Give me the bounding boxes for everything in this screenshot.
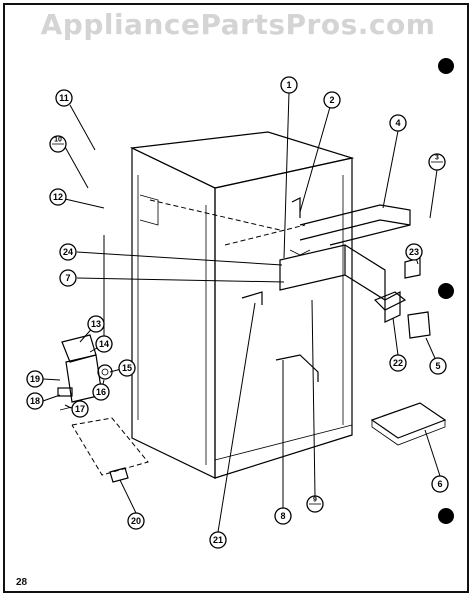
- svg-text:4: 4: [395, 118, 400, 128]
- callout-7[interactable]: 7: [59, 269, 77, 287]
- svg-text:20: 20: [131, 516, 141, 526]
- cabinet: [129, 131, 355, 479]
- svg-text:12: 12: [53, 192, 63, 202]
- svg-text:19: 19: [30, 374, 40, 384]
- svg-text:6: 6: [437, 479, 442, 489]
- callout-2[interactable]: 2: [323, 91, 341, 109]
- svg-text:14: 14: [99, 339, 109, 349]
- svg-text:3: 3: [435, 155, 439, 162]
- svg-text:18: 18: [30, 396, 40, 406]
- svg-text:24: 24: [63, 247, 73, 257]
- svg-text:7: 7: [65, 273, 70, 283]
- svg-text:13: 13: [91, 319, 101, 329]
- callout-17[interactable]: 17: [71, 400, 89, 418]
- callout-13[interactable]: 13: [87, 315, 105, 333]
- drain-pan: [370, 402, 447, 446]
- page-frame: [3, 3, 469, 593]
- duct-assembly: [224, 204, 431, 339]
- svg-text:17: 17: [75, 404, 85, 414]
- callout-20[interactable]: 20: [127, 512, 145, 530]
- callout-21[interactable]: 21: [209, 531, 227, 549]
- svg-text:15: 15: [122, 363, 132, 373]
- callout-10-fraction[interactable]: 10: [49, 135, 67, 153]
- svg-text:23: 23: [409, 247, 419, 257]
- callout-15[interactable]: 15: [118, 359, 136, 377]
- svg-text:1: 1: [286, 80, 291, 90]
- registration-dot-middle: [438, 283, 454, 299]
- svg-text:10: 10: [54, 137, 62, 144]
- callout-12[interactable]: 12: [49, 188, 67, 206]
- watermark: AppliancePartsPros.com: [40, 8, 436, 41]
- svg-text:2: 2: [329, 95, 334, 105]
- callout-22[interactable]: 22: [389, 354, 407, 372]
- callout-4[interactable]: 4: [389, 114, 407, 132]
- callout-3-fraction[interactable]: 3: [428, 153, 446, 171]
- callout-14[interactable]: 14: [95, 335, 113, 353]
- callout-11[interactable]: 11: [55, 89, 73, 107]
- svg-text:16: 16: [96, 387, 106, 397]
- callout-18[interactable]: 18: [26, 392, 44, 410]
- registration-dot-bottom: [438, 508, 454, 524]
- callout-19[interactable]: 19: [26, 370, 44, 388]
- svg-text:8: 8: [280, 511, 285, 521]
- svg-text:21: 21: [213, 535, 223, 545]
- registration-dot-top: [438, 58, 454, 74]
- callout-23[interactable]: 23: [405, 243, 423, 261]
- svg-text:22: 22: [393, 358, 403, 368]
- svg-text:11: 11: [59, 93, 69, 103]
- callout-6[interactable]: 6: [431, 475, 449, 493]
- callout-8[interactable]: 8: [274, 507, 292, 525]
- svg-text:9: 9: [313, 497, 317, 504]
- floor-outline: [71, 417, 149, 483]
- page-number: 28: [16, 577, 28, 588]
- callout-24[interactable]: 24: [59, 243, 77, 261]
- svg-text:5: 5: [435, 361, 440, 371]
- callout-16[interactable]: 16: [92, 383, 110, 401]
- callout-5[interactable]: 5: [429, 357, 447, 375]
- callout-1[interactable]: 1: [280, 76, 298, 94]
- callout-9-fraction[interactable]: 9: [306, 495, 324, 513]
